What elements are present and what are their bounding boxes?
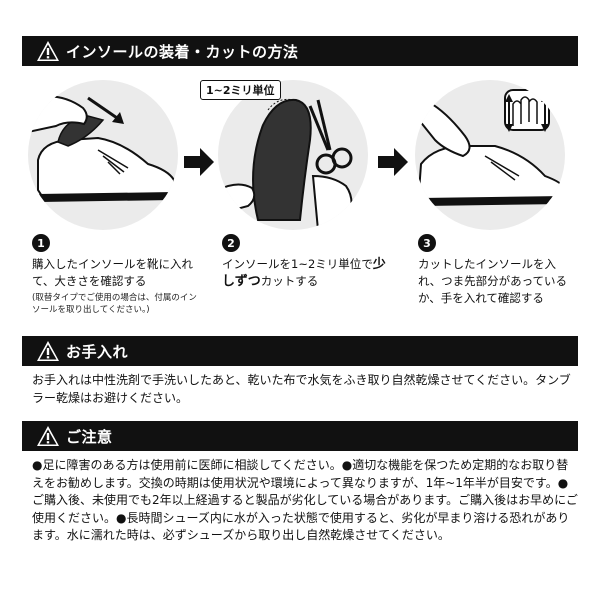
step2-illustration [218, 80, 368, 230]
step2-instruction-emphasis: 少しずつ [222, 257, 386, 289]
warning-icon [37, 341, 59, 361]
caution-text: ●足に障害のある方は使用前に医師に相談してください。●適切な機能を保つため定期的… [32, 458, 578, 542]
step-number: 1 [32, 234, 50, 252]
step-number: 3 [418, 234, 436, 252]
step2-instruction-start: インソールを1~2ミリ単位で [222, 257, 373, 271]
step1-instruction: 購入したインソールを靴に入れて、大きさを確認する [32, 257, 193, 288]
step1-illustration [28, 80, 178, 230]
step-number: 2 [222, 234, 240, 252]
caution-section-title: ご注意 [66, 427, 113, 446]
arrow-right-icon [378, 148, 408, 176]
step3-text: カットしたインソールを入れ、つま先部分があっているか、手を入れて確認する [418, 256, 578, 307]
care-section-title: お手入れ [66, 342, 129, 361]
arrow-right-icon [184, 148, 214, 176]
method-section-title: インソールの装着・カットの方法 [66, 42, 299, 61]
step1-text: 購入したインソールを靴に入れて、大きさを確認する (取替タイプでご使用の場合は、… [32, 256, 202, 316]
step3-instruction: カットしたインソールを入れ、つま先部分があっているか、手を入れて確認する [418, 257, 568, 305]
warning-icon [37, 41, 59, 61]
method-section-header: インソールの装着・カットの方法 [22, 36, 578, 66]
caution-section-header: ご注意 [22, 421, 578, 451]
cut-unit-label: 1~2ミリ単位 [200, 80, 281, 100]
step3-illustration [415, 80, 565, 230]
step2-instruction-end: カットする [260, 274, 319, 288]
step2-text: インソールを1~2ミリ単位で少しずつカットする [222, 256, 387, 290]
step1-note: (取替タイプでご使用の場合は、付属のインソールを取り出してください。) [32, 293, 197, 315]
care-text: お手入れは中性洗剤で手洗いしたあと、乾いた布で水気をふき取り自然乾燥させてくださ… [32, 373, 571, 405]
warning-icon [37, 426, 59, 446]
care-section-header: お手入れ [22, 336, 578, 366]
